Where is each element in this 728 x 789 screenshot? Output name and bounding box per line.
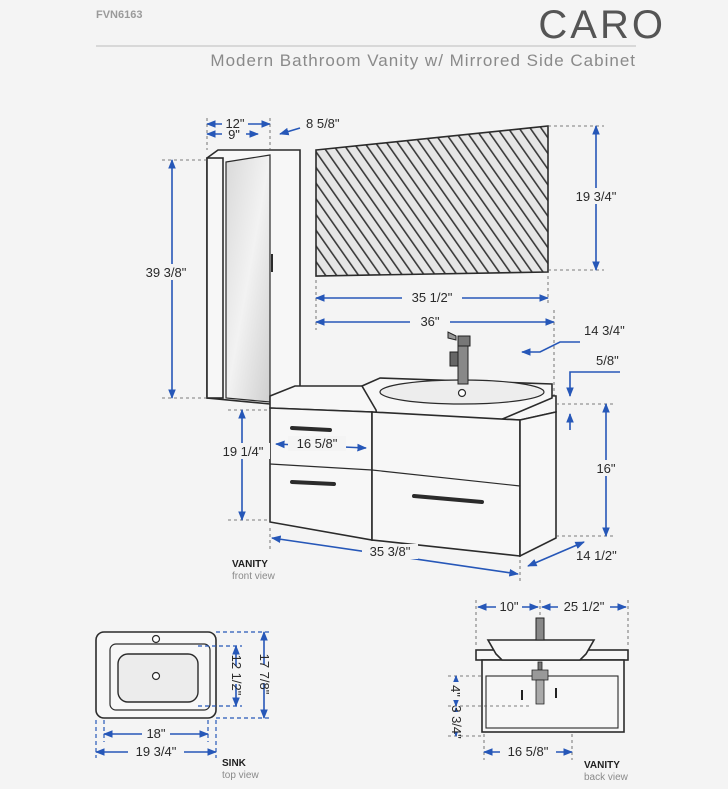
mirror-panel — [315, 125, 549, 277]
cabinet-height-dim: 39 3/8" — [138, 159, 207, 399]
dim-drawer-width: 16 5/8" — [297, 436, 338, 451]
dim-sink-inner-width: 18" — [146, 726, 165, 741]
drawer-handle — [290, 426, 332, 432]
vanity-front — [269, 331, 557, 558]
side-cabinet — [206, 149, 301, 405]
product-subtitle: Modern Bathroom Vanity w/ Mirrored Side … — [210, 51, 636, 70]
dim-counter-depth: 14 3/4" — [584, 323, 625, 338]
dim-overall-width: 36" — [420, 314, 439, 329]
dim-cabinet-side: 8 5/8" — [306, 116, 340, 131]
svg-text:front view: front view — [232, 571, 276, 582]
dim-vanity-width: 35 3/8" — [370, 544, 411, 559]
dim-vanity-depth: 14 1/2" — [576, 548, 617, 563]
dim-sink-outer-height: 17 7/8" — [257, 654, 272, 695]
drawer-handle — [290, 480, 336, 486]
dim-mirror-height: 19 3/4" — [576, 189, 617, 204]
faucet-hole-icon — [151, 634, 161, 644]
dim-counter-thickness: 5/8" — [596, 353, 619, 368]
cabinet-mirror-door — [225, 154, 271, 403]
dim-cabinet-height: 39 3/8" — [146, 265, 187, 280]
dim-back-right: 25 1/2" — [564, 599, 605, 614]
dim-cabinet-width: 12" — [225, 116, 244, 131]
drain-icon — [457, 388, 467, 398]
svg-text:top view: top view — [222, 770, 259, 781]
brand-title: CARO — [538, 3, 666, 47]
faucet-icon — [447, 331, 471, 385]
sink-dims: 17 7/8" 12 1/2" 18" 19 3/4" — [95, 631, 280, 759]
svg-text:VANITY: VANITY — [584, 760, 620, 771]
dim-back-left: 10" — [499, 599, 518, 614]
dim-vanity-height: 16" — [596, 461, 615, 476]
cabinet-top-dims: 12" 9" 8 5/8" — [206, 116, 340, 150]
cabinet-side-panel — [206, 157, 224, 399]
dim-back-bottom: 16 5/8" — [508, 744, 549, 759]
drawer-handle — [412, 494, 484, 504]
dim-sink-outer-width: 19 3/4" — [136, 744, 177, 759]
caption-vanity-back: VANITY back view — [584, 760, 629, 783]
dim-back-height-upper: 4" — [448, 685, 463, 697]
dim-mirror-width: 35 1/2" — [412, 290, 453, 305]
drain-icon — [151, 671, 161, 681]
caption-sink-top: SINK top view — [222, 758, 259, 781]
dim-vanity-left-height: 19 1/4" — [223, 444, 264, 459]
dim-sink-inner-height: 12 1/2" — [229, 655, 244, 696]
faucet-icon — [535, 617, 545, 641]
vanity-back-dims: 10" 25 1/2" 4" 3 3/4" 16 5/8" — [444, 599, 629, 760]
drain-pipe-icon — [531, 669, 549, 681]
model-number: FVN6163 — [96, 9, 142, 21]
sink-top-view — [95, 631, 217, 719]
svg-text:VANITY: VANITY — [232, 559, 268, 570]
svg-text:SINK: SINK — [222, 758, 247, 769]
vessel-sink-back — [486, 639, 596, 661]
dim-cabinet-depth: 9" — [228, 127, 240, 142]
vanity-front-dims: 16 5/8" 19 1/4" 35 3/8" 14 3/4" 5/8" 16"… — [216, 323, 625, 582]
caption-vanity-front: VANITY front view — [232, 559, 276, 582]
mirror-dims: 19 3/4" 35 1/2" 36" — [315, 125, 626, 400]
dim-back-height-lower: 3 3/4" — [449, 705, 464, 739]
header: FVN6163 CARO Modern Bathroom Vanity w/ M… — [96, 3, 666, 70]
svg-text:back view: back view — [584, 772, 629, 783]
vanity-back-view — [475, 617, 629, 733]
mirror — [315, 125, 549, 277]
